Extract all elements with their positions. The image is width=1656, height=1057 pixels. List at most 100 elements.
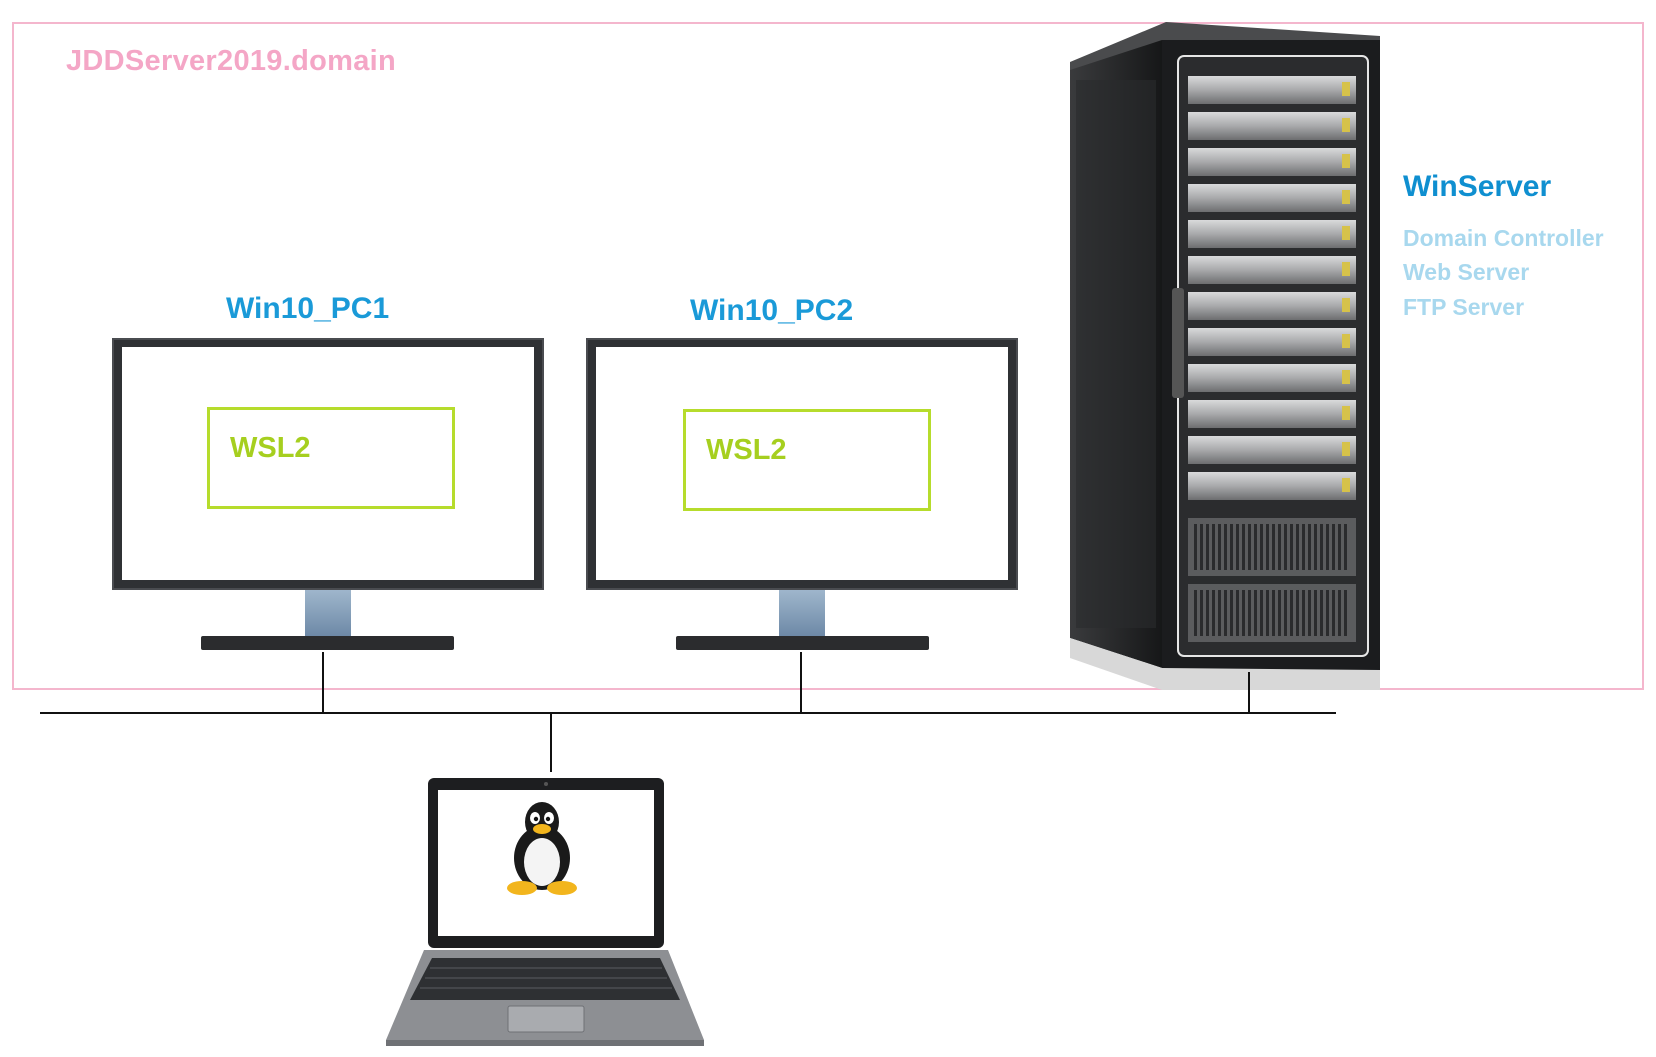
pc2-monitor-neck	[779, 590, 825, 638]
rack-vent-slot	[1248, 590, 1251, 636]
rack-unit	[1188, 328, 1356, 356]
rack-vent-slot	[1320, 524, 1323, 570]
rack-vent-slot	[1296, 590, 1299, 636]
rack-unit	[1188, 472, 1356, 500]
rack-unit-indicator	[1342, 478, 1350, 492]
rack-vent-slot	[1290, 524, 1293, 570]
rack-vent-slot	[1266, 590, 1269, 636]
rack-vent-slot	[1326, 590, 1329, 636]
rack-vent-slot	[1332, 524, 1335, 570]
rack-vent-slot	[1266, 524, 1269, 570]
rack-vent-slot	[1314, 524, 1317, 570]
rack-vent-slot	[1224, 590, 1227, 636]
rack-vent-slot	[1302, 524, 1305, 570]
rack-vent-slot	[1260, 524, 1263, 570]
rack-unit-indicator	[1342, 118, 1350, 132]
rack-vent-slot	[1254, 524, 1257, 570]
pc2-wsl2-label: WSL2	[706, 434, 787, 466]
rack-vent-slot	[1236, 524, 1239, 570]
pc1-monitor: WSL2	[112, 338, 544, 590]
pc1-network-drop	[322, 652, 324, 714]
rack-unit-indicator	[1342, 154, 1350, 168]
rack-vent-slot	[1218, 524, 1221, 570]
rack-unit-indicator	[1342, 442, 1350, 456]
rack-unit	[1188, 112, 1356, 140]
rack-unit	[1188, 292, 1356, 320]
rack-vent-slot	[1314, 590, 1317, 636]
laptop	[386, 778, 704, 1046]
pc1-wsl2-box: WSL2	[207, 407, 455, 509]
rack-unit-indicator	[1342, 298, 1350, 312]
pc2-network-drop	[800, 652, 802, 714]
rack-unit-indicator	[1342, 334, 1350, 348]
rack-vent-slot	[1230, 524, 1233, 570]
server-service-domain-controller: Domain Controller	[1403, 225, 1604, 251]
rack-vent-slot	[1218, 590, 1221, 636]
server-rack-icon	[1070, 22, 1380, 690]
rack-unit-indicator	[1342, 370, 1350, 384]
domain-name-label: JDDServer2019.domain	[66, 45, 396, 77]
rack-vent-slot	[1260, 590, 1263, 636]
rack-unit	[1188, 76, 1356, 104]
rack-unit	[1188, 400, 1356, 428]
server-label: WinServer	[1403, 170, 1552, 203]
rack-vent-slot	[1344, 524, 1347, 570]
pc1-monitor-neck	[305, 590, 351, 638]
pc2-label: Win10_PC2	[690, 294, 854, 327]
rack-vent-slot	[1272, 524, 1275, 570]
server-service-web-server: Web Server	[1403, 259, 1530, 285]
rack-vent-slot	[1248, 524, 1251, 570]
rack-vent-slot	[1278, 590, 1281, 636]
rack-vent-slot	[1272, 590, 1275, 636]
rack-vent-slot	[1200, 524, 1203, 570]
server-service-ftp-server: FTP Server	[1403, 294, 1525, 320]
rack-vent-slot	[1344, 590, 1347, 636]
rack-vent-slot	[1332, 590, 1335, 636]
pc1-wsl2-label: WSL2	[230, 432, 311, 464]
rack-vent-slot	[1296, 524, 1299, 570]
rack-unit-indicator	[1342, 190, 1350, 204]
rack-vent-slot	[1278, 524, 1281, 570]
rack-vent-slot	[1224, 524, 1227, 570]
rack-vent-slot	[1338, 524, 1341, 570]
rack-vent-slot	[1308, 524, 1311, 570]
rack-unit	[1188, 256, 1356, 284]
rack-vent-slot	[1194, 524, 1197, 570]
rack-vent-slot	[1206, 524, 1209, 570]
domain-boundary	[12, 22, 1644, 690]
rack-vent-slot	[1242, 524, 1245, 570]
server-network-drop	[1248, 672, 1250, 714]
pc1-monitor-base	[201, 636, 454, 650]
rack-vent-slot	[1284, 590, 1287, 636]
pc1-label: Win10_PC1	[226, 292, 390, 325]
rack-vent-slot	[1284, 524, 1287, 570]
rack-vent-slot	[1242, 590, 1245, 636]
rack-vent-slot	[1320, 590, 1323, 636]
laptop-network-drop	[550, 712, 552, 772]
rack-unit-indicator	[1342, 226, 1350, 240]
rack-vent-slot	[1338, 590, 1341, 636]
rack-unit-indicator	[1342, 82, 1350, 96]
rack-unit	[1188, 436, 1356, 464]
rack-vent-slot	[1206, 590, 1209, 636]
rack-unit-indicator	[1342, 262, 1350, 276]
rack-unit	[1188, 148, 1356, 176]
rack-unit-indicator	[1342, 406, 1350, 420]
linux-tux-icon	[507, 802, 577, 895]
rack-unit	[1188, 184, 1356, 212]
network-bus-line	[40, 712, 1336, 714]
rack-unit	[1188, 220, 1356, 248]
rack-vent-slot	[1212, 524, 1215, 570]
rack-vent-slot	[1236, 590, 1239, 636]
rack-vent-slot	[1308, 590, 1311, 636]
rack-vent-slot	[1290, 590, 1293, 636]
rack-vent-slot	[1230, 590, 1233, 636]
rack-vent-slot	[1326, 524, 1329, 570]
pc2-monitor-base	[676, 636, 929, 650]
pc2-wsl2-box: WSL2	[683, 409, 931, 511]
pc2-monitor: WSL2	[586, 338, 1018, 590]
rack-vent-slot	[1254, 590, 1257, 636]
rack-vent-slot	[1212, 590, 1215, 636]
rack-vent-slot	[1200, 590, 1203, 636]
rack-unit	[1188, 364, 1356, 392]
